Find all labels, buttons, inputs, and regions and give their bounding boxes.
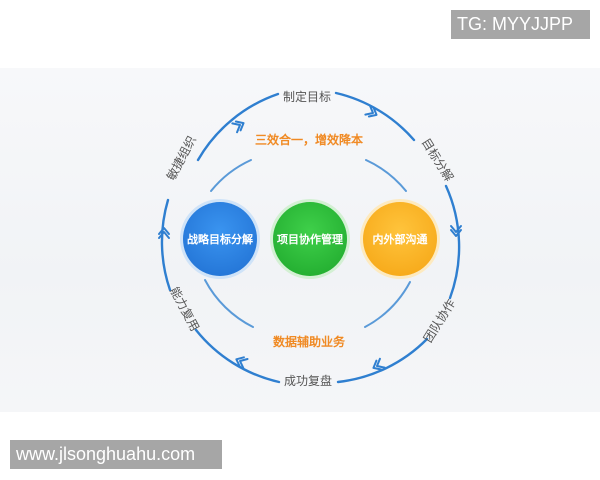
arrow-icon-bottom-right bbox=[372, 357, 386, 371]
inner-top-label: 三效合一，增效降本 bbox=[255, 132, 363, 147]
circle-label-communication: 内外部沟通 bbox=[373, 232, 428, 246]
cycle-label-team-collaboration: 团队协作 bbox=[420, 296, 458, 345]
arrow-icon-top-right bbox=[364, 104, 378, 118]
cycle-label-goal-decomposition: 目标分解 bbox=[419, 136, 456, 184]
inner-ring bbox=[204, 159, 411, 328]
arrow-icon-left bbox=[158, 227, 170, 239]
arrow-icon-top-left bbox=[231, 120, 245, 134]
circle-communication: 内外部沟通 bbox=[360, 199, 440, 279]
circle-label-project: 项目协作管理 bbox=[277, 232, 343, 246]
circle-label-strategy: 战略目标分解 bbox=[187, 232, 253, 246]
cycle-label-success-review: 成功复盘 bbox=[284, 373, 332, 388]
arrow-icons bbox=[158, 104, 462, 371]
cycle-label-capability-reuse: 能力复用 bbox=[167, 285, 202, 334]
watermark-url: www.jlsonghuahu.com bbox=[10, 440, 222, 469]
circle-strategy: 战略目标分解 bbox=[180, 199, 260, 279]
outer-ring bbox=[160, 91, 461, 384]
cycle-label-agile-org: 敏捷组织 bbox=[163, 133, 199, 182]
cycle-label-set-goal: 制定目标 bbox=[283, 89, 331, 104]
arrow-icon-right bbox=[450, 225, 462, 237]
inner-bottom-label: 数据辅助业务 bbox=[273, 334, 346, 349]
arrow-icon-bottom-left bbox=[235, 356, 249, 370]
circle-project: 项目协作管理 bbox=[270, 199, 350, 279]
watermark-tg: TG: MYYJJPP bbox=[451, 10, 590, 39]
